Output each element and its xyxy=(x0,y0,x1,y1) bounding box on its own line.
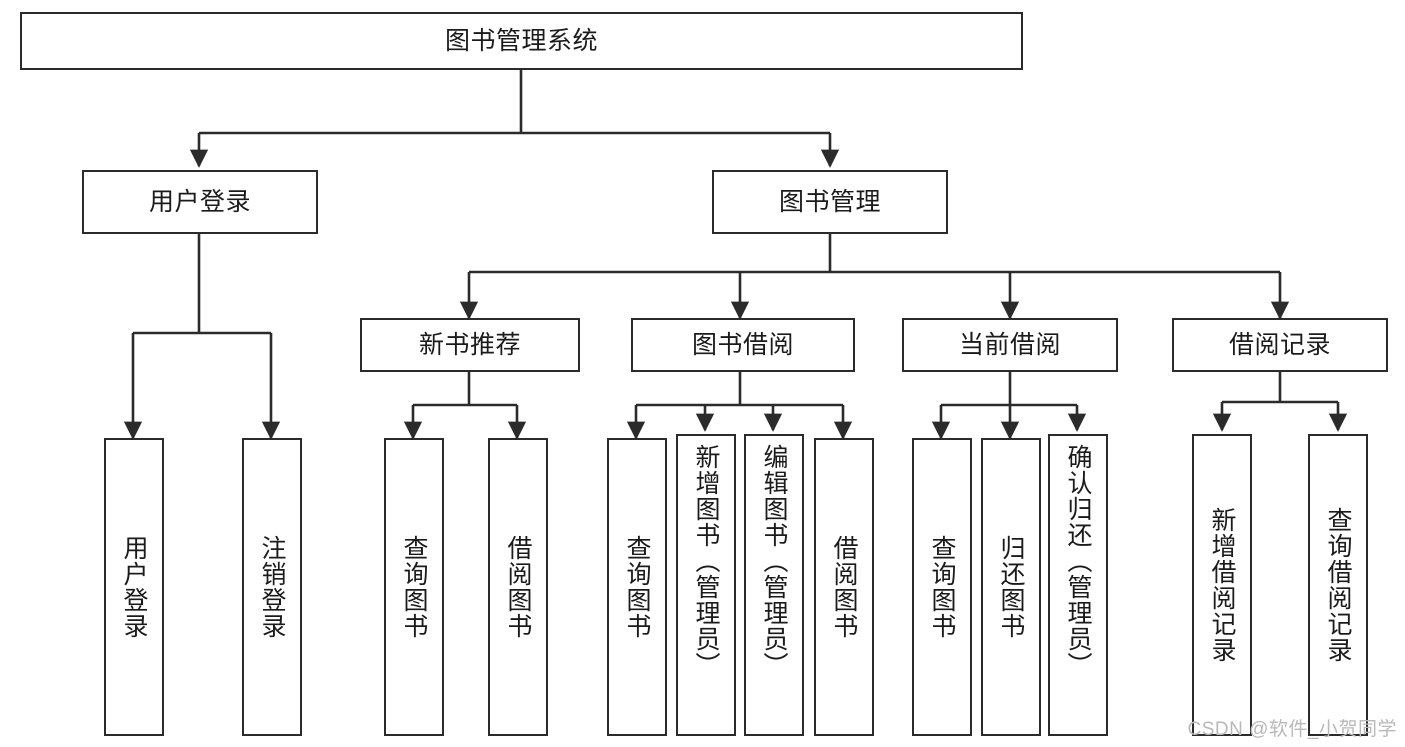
node-label: 图书管理系统 xyxy=(444,26,598,55)
node-label: 查询图书 xyxy=(928,535,956,639)
node-label: 查询借阅记录 xyxy=(1324,507,1352,663)
node-book-borrowing[interactable]: 图书借阅 xyxy=(631,318,855,372)
node-current-borrowing[interactable]: 当前借阅 xyxy=(902,318,1118,372)
node-leaf-query-book-recommend[interactable]: 查询图书 xyxy=(384,438,444,736)
node-borrowing-records[interactable]: 借阅记录 xyxy=(1172,318,1388,372)
node-label: 注销登录 xyxy=(258,535,286,639)
node-label: 新书推荐 xyxy=(418,330,521,359)
node-user-login[interactable]: 用户登录 xyxy=(82,170,318,234)
node-root-book-management-system[interactable]: 图书管理系统 xyxy=(20,12,1023,70)
csdn-watermark: CSDN @软件_小贺同学 xyxy=(1187,719,1397,740)
node-label: 归还图书 xyxy=(997,535,1025,639)
node-label: 借阅图书 xyxy=(504,535,532,639)
node-label: 查询图书 xyxy=(623,535,651,639)
node-label: 借阅图书 xyxy=(830,535,858,639)
node-label: 借阅记录 xyxy=(1228,330,1331,359)
node-label: 用户登录 xyxy=(120,535,148,639)
node-leaf-query-borrow-record[interactable]: 查询借阅记录 xyxy=(1308,434,1368,736)
node-leaf-borrow-book[interactable]: 借阅图书 xyxy=(814,438,874,736)
node-leaf-return-book[interactable]: 归还图书 xyxy=(981,438,1041,736)
node-book-management[interactable]: 图书管理 xyxy=(712,170,948,234)
node-leaf-query-book-current[interactable]: 查询图书 xyxy=(912,438,972,736)
node-leaf-add-book-admin[interactable]: 新增图书（管理员） xyxy=(676,434,736,736)
node-label: 查询图书 xyxy=(400,535,428,639)
node-label: 用户登录 xyxy=(148,187,251,216)
node-leaf-query-book-borrow[interactable]: 查询图书 xyxy=(607,438,667,736)
node-new-book-recommendation[interactable]: 新书推荐 xyxy=(360,318,580,372)
node-leaf-edit-book-admin[interactable]: 编辑图书（管理员） xyxy=(744,434,804,736)
node-leaf-logout[interactable]: 注销登录 xyxy=(242,438,302,736)
node-label: 当前借阅 xyxy=(958,330,1061,359)
node-leaf-add-borrow-record[interactable]: 新增借阅记录 xyxy=(1192,434,1252,736)
node-label: 确认归还（管理员） xyxy=(1064,444,1092,678)
node-label: 新增图书（管理员） xyxy=(692,444,720,678)
node-label: 图书借阅 xyxy=(691,330,794,359)
node-leaf-user-login[interactable]: 用户登录 xyxy=(104,438,164,736)
node-label: 图书管理 xyxy=(778,187,881,216)
node-label: 编辑图书（管理员） xyxy=(760,444,788,678)
node-leaf-borrow-book-recommend[interactable]: 借阅图书 xyxy=(488,438,548,736)
node-label: 新增借阅记录 xyxy=(1208,507,1236,663)
node-leaf-confirm-return-admin[interactable]: 确认归还（管理员） xyxy=(1048,434,1108,736)
